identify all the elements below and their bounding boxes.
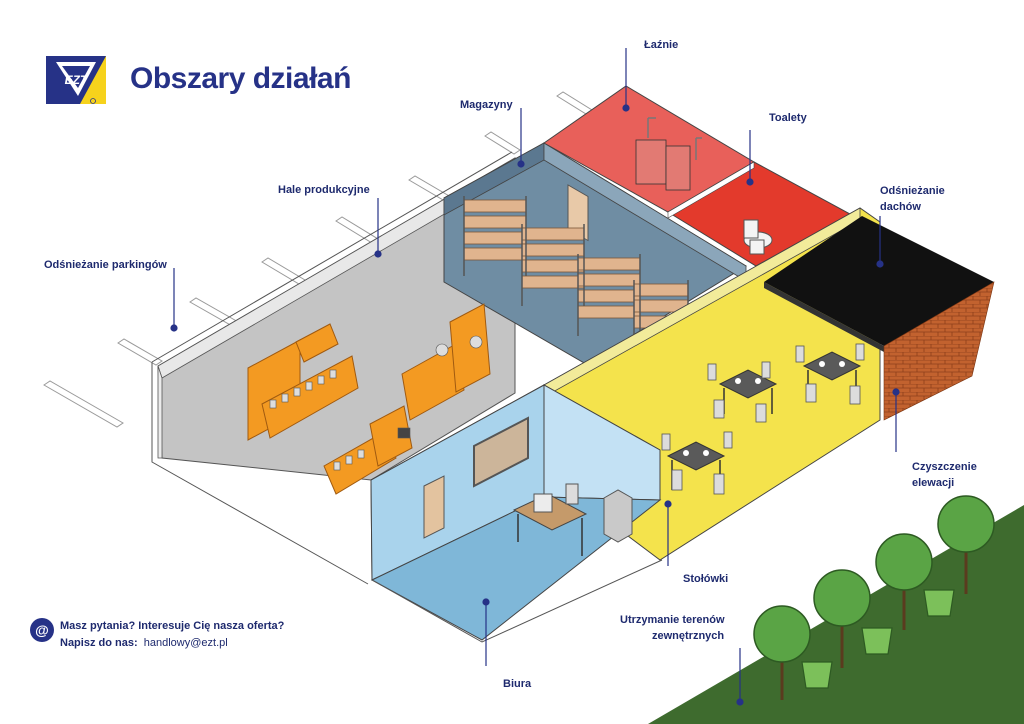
contact-email-link[interactable]: handlowy@ezt.pl xyxy=(143,637,228,649)
label-toilets: Toalety xyxy=(769,112,807,124)
label-offices: Biura xyxy=(503,678,532,690)
label-parking-snow: Odśnieżanie parkingów xyxy=(44,259,167,271)
warehouse-shelves xyxy=(463,196,689,336)
label-warehouses: Magazyny xyxy=(460,99,513,111)
filing-cabinet xyxy=(603,489,633,543)
toilet-icon xyxy=(743,219,773,255)
parking-lines xyxy=(43,91,593,428)
machine-details xyxy=(269,335,483,471)
brick-wall xyxy=(883,281,995,421)
shower-icon xyxy=(647,117,702,160)
page-title: Obszary działań xyxy=(130,62,351,95)
toilets-divider xyxy=(667,161,755,219)
contact-block: Masz pytania? Interesuje Cię nasza ofert… xyxy=(60,618,284,652)
at-sign-icon: @ xyxy=(30,618,54,642)
production-hall-left-wall xyxy=(157,365,163,459)
label-canteens: Stołówki xyxy=(683,573,729,585)
label-production-halls: Hale produkcyjne xyxy=(278,184,370,196)
callout-lines xyxy=(170,48,900,706)
contact-write-label: Napisz do nas: xyxy=(60,637,138,649)
trees xyxy=(753,495,995,700)
contact-question: Masz pytania? Interesuje Cię nasza ofert… xyxy=(60,620,285,632)
office-window xyxy=(473,416,529,488)
label-facade-2: elewacji xyxy=(912,477,955,489)
roof xyxy=(764,216,994,346)
label-grounds-1: Utrzymanie terenów xyxy=(620,614,725,626)
office-desk xyxy=(512,483,588,556)
shower-partition xyxy=(635,139,667,185)
label-roof-snow-1: Odśnieżanie xyxy=(880,185,945,197)
logo-text: EZT xyxy=(65,73,89,87)
office-floor-main xyxy=(370,496,662,641)
label-bathhouses: Łaźnie xyxy=(644,39,679,51)
label-grounds-2: zewnętrznych xyxy=(652,630,725,642)
office-door xyxy=(423,475,445,539)
canteen-tables xyxy=(661,343,865,495)
label-facade-1: Czyszczenie xyxy=(912,461,977,473)
company-logo: EZT xyxy=(46,56,106,104)
svg-text:@: @ xyxy=(35,622,49,638)
label-roof-snow-2: dachów xyxy=(880,201,921,213)
shower-partition-2 xyxy=(665,145,691,191)
roof-edge xyxy=(764,282,884,352)
